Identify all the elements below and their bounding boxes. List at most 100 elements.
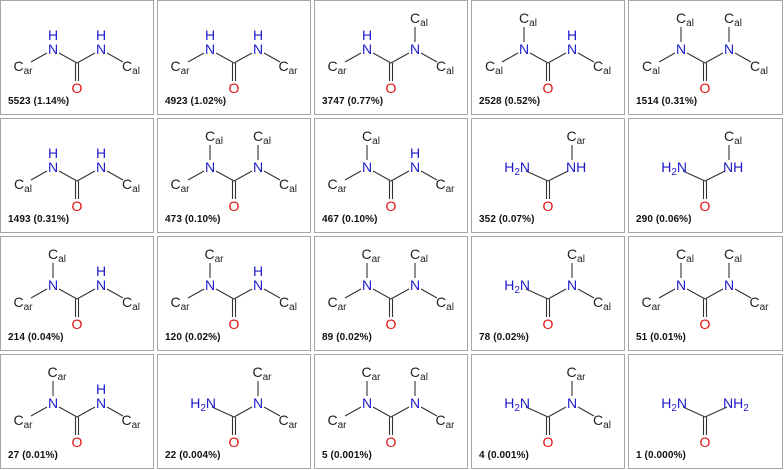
- frequency-caption: 1493 (0.31%): [8, 214, 70, 225]
- right-lower-substituent-label: Cal: [593, 294, 611, 313]
- bond-line: [704, 288, 724, 300]
- amino-group-label: H2N: [504, 395, 530, 414]
- amino-group-label: H2N: [504, 159, 530, 178]
- oxygen-label: O: [229, 434, 240, 450]
- right-lower-substituent-label: Cal: [436, 58, 454, 77]
- left-lower-substituent-label: Cal: [642, 58, 660, 77]
- bond-line: [577, 406, 595, 417]
- bond-line: [215, 52, 235, 64]
- bond-line: [30, 170, 48, 181]
- right-hydrogen-label: H: [253, 27, 263, 43]
- frequency-caption: 78 (0.02%): [479, 332, 529, 343]
- frequency-caption: 473 (0.10%): [165, 214, 221, 225]
- right-upper-substituent-label: Cal: [724, 10, 742, 29]
- right-nitrogen-label: N: [96, 159, 106, 175]
- nh-group-label: NH: [723, 159, 743, 175]
- left-upper-substituent-label: Cal: [48, 246, 66, 265]
- left-nitrogen-label: N: [362, 41, 372, 57]
- oxygen-label: O: [543, 316, 554, 332]
- left-nitrogen-label: N: [362, 277, 372, 293]
- right-substituent-label: Car: [121, 412, 141, 431]
- left-nitrogen-label: N: [48, 277, 58, 293]
- bond-line: [76, 52, 96, 64]
- bond-line: [263, 288, 281, 299]
- left-nitrogen-label: N: [362, 159, 372, 175]
- bond-line: [658, 288, 676, 299]
- right-lower-substituent-label: Car: [278, 412, 298, 431]
- frequency-caption: 4923 (1.02%): [165, 96, 227, 107]
- bond-line: [547, 52, 567, 64]
- oxygen-label: O: [543, 198, 554, 214]
- bond-line: [577, 288, 595, 299]
- bond-line: [344, 288, 362, 299]
- left-nitrogen-label: N: [362, 395, 372, 411]
- frequency-caption: 1514 (0.31%): [636, 96, 698, 107]
- oxygen-label: O: [229, 80, 240, 96]
- amino-group-label: NH2: [723, 395, 749, 414]
- left-upper-substituent-label: Cal: [205, 128, 223, 147]
- right-nitrogen-label: N: [253, 277, 263, 293]
- oxygen-label: O: [72, 198, 83, 214]
- left-lower-substituent-label: Car: [641, 294, 661, 313]
- left-nitrogen-label: N: [48, 41, 58, 57]
- bond-line: [704, 52, 724, 64]
- right-upper-substituent-label: Cal: [410, 10, 428, 29]
- right-lower-substituent-label: Cal: [750, 58, 768, 77]
- left-upper-substituent-label: Cal: [676, 10, 694, 29]
- right-hydrogen-label: H: [96, 27, 106, 43]
- right-hydrogen-label: H: [96, 263, 106, 279]
- bond-line: [501, 52, 519, 63]
- right-nitrogen-label: N: [410, 159, 420, 175]
- oxygen-label: O: [700, 80, 711, 96]
- left-upper-substituent-label: Cal: [362, 128, 380, 147]
- left-lower-substituent-label: Car: [327, 294, 347, 313]
- bond-line: [682, 406, 706, 418]
- left-upper-substituent-label: Cal: [519, 10, 537, 29]
- bond-line: [187, 52, 205, 63]
- bond-line: [187, 288, 205, 299]
- oxygen-label: O: [386, 434, 397, 450]
- bond-line: [390, 170, 410, 182]
- oxygen-label: O: [72, 434, 83, 450]
- right-substituent-label: Cal: [593, 58, 611, 77]
- left-lower-substituent-label: Car: [327, 176, 347, 195]
- right-nitrogen-label: N: [567, 41, 577, 57]
- bond-line: [686, 288, 706, 300]
- oxygen-label: O: [700, 198, 711, 214]
- bond-line: [106, 52, 124, 63]
- bond-line: [215, 288, 235, 300]
- left-hydrogen-label: H: [362, 27, 372, 43]
- oxygen-label: O: [72, 316, 83, 332]
- left-nitrogen-label: N: [519, 41, 529, 57]
- oxygen-label: O: [543, 80, 554, 96]
- right-upper-substituent-label: Cal: [724, 246, 742, 265]
- bond-line: [390, 406, 410, 418]
- left-upper-substituent-label: Car: [361, 246, 381, 265]
- frequency-caption: 3747 (0.77%): [322, 96, 384, 107]
- right-upper-substituent-label: Cal: [567, 246, 585, 265]
- left-lower-substituent-label: Car: [170, 176, 190, 195]
- bond-line: [233, 406, 253, 418]
- right-upper-substituent-label: Car: [252, 364, 272, 383]
- left-nitrogen-label: N: [676, 41, 686, 57]
- bond-line: [263, 52, 281, 63]
- frequency-caption: 467 (0.10%): [322, 214, 378, 225]
- bond-line: [76, 288, 96, 300]
- right-nitrogen-label: N: [253, 395, 263, 411]
- oxygen-label: O: [700, 316, 711, 332]
